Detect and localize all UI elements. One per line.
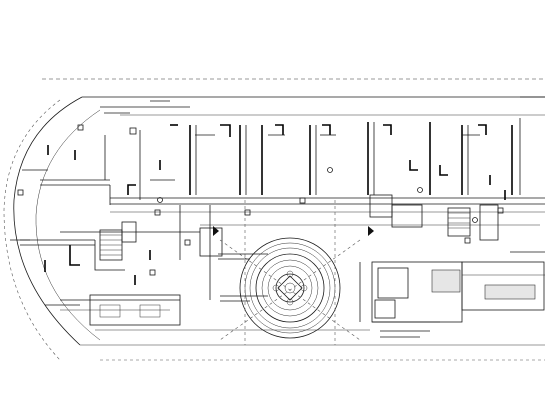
plaza-axes: [219, 200, 361, 345]
site-boundary-curve: [3, 96, 101, 361]
stairs-left: [99, 221, 137, 261]
north-arrow-right-icon: [368, 226, 374, 236]
annotation-marks: [10, 96, 545, 338]
electrical-risers: [104, 118, 521, 300]
north-arrow-left-icon: [213, 226, 219, 236]
stairs-right: [447, 204, 499, 241]
lower-right-building: [359, 261, 545, 323]
circular-plaza: [239, 237, 341, 339]
main-wall-band: [60, 197, 545, 233]
device-symbols: [17, 124, 504, 276]
wall-fragments: [44, 124, 506, 285]
lower-left-blocks: [89, 294, 181, 326]
site-boundary-bottom: [80, 329, 545, 361]
left-feeders: [20, 179, 180, 311]
central-room: [199, 194, 423, 257]
site-boundary-top: [42, 78, 545, 116]
